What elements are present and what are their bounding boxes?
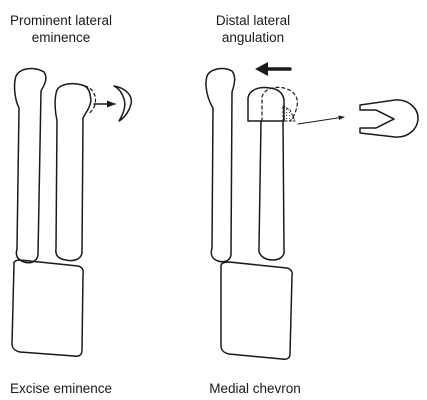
- excised-eminence-crescent: [113, 85, 133, 122]
- right-foot: [205, 62, 419, 360]
- medial-chevron-label: Medial chevron: [209, 381, 301, 396]
- label-line: angulation: [221, 30, 285, 45]
- chevron-pointer: [297, 115, 345, 125]
- distal-lateral-angulation-label: Distal lateral angulation: [192, 12, 314, 46]
- fifth-metatarsal-right: [258, 120, 285, 261]
- original-head-dashed-outline: [261, 86, 298, 122]
- metatarsal-head: [247, 86, 285, 122]
- excise-eminence-label: Excise eminence: [9, 381, 113, 396]
- label-line: eminence: [31, 30, 91, 45]
- fourth-metatarsal-right: [205, 67, 236, 263]
- bone-wedge-dotted: [282, 105, 296, 122]
- left-foot: [11, 67, 133, 357]
- medial-shift-arrow: [255, 62, 292, 76]
- label-line: Distal lateral: [215, 13, 291, 28]
- chevron-cut-line: [375, 109, 395, 129]
- cuboid-left: [11, 259, 84, 357]
- chevron-osteotomy-detail: [359, 99, 419, 138]
- label-line: Prominent lateral: [9, 13, 113, 28]
- cuboid-right: [220, 261, 293, 360]
- fifth-metatarsal-left: [54, 82, 92, 262]
- prominent-lateral-eminence-label: Prominent lateral eminence: [6, 12, 116, 46]
- fourth-metatarsal-left: [13, 67, 47, 264]
- eminence-dashed-outline: [84, 85, 97, 115]
